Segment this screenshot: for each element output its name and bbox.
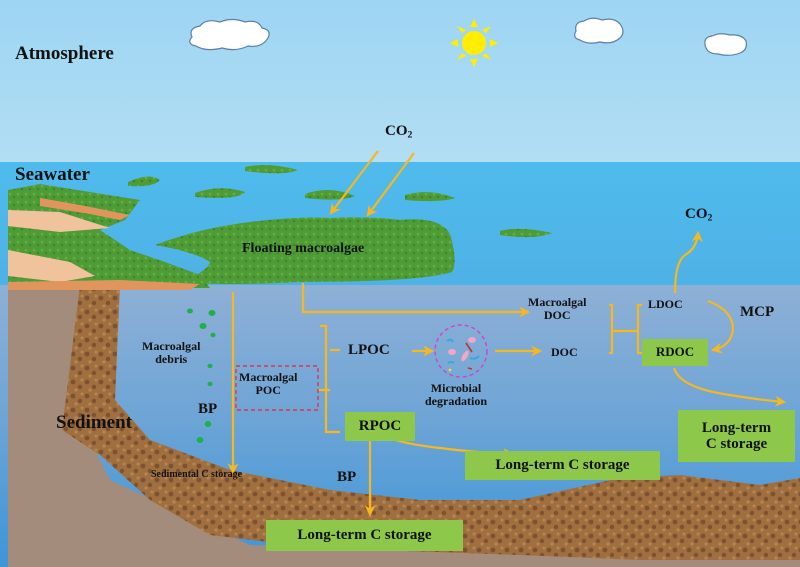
rdoc-storage-arrow bbox=[672, 367, 787, 407]
ldoc-rdoc-bracket bbox=[636, 303, 642, 355]
sand-strip bbox=[8, 210, 110, 232]
microbe-cluster-icon bbox=[434, 324, 488, 378]
sedimental-storage-label: Sedimental C storage bbox=[151, 469, 243, 480]
rpoc-box: RPOC bbox=[345, 412, 415, 441]
floating-macroalgae-label: Floating macroalgae bbox=[242, 241, 365, 256]
rdoc-box: RDOC bbox=[642, 339, 708, 366]
cloud-icon bbox=[189, 18, 270, 51]
long-term-storage-rpoc-box: Long-term C storage bbox=[465, 451, 660, 480]
sand-strip bbox=[8, 250, 95, 282]
flow-arrows bbox=[227, 150, 787, 517]
shore-edge bbox=[40, 198, 130, 220]
sky bbox=[0, 0, 800, 163]
co2-atmospheric-label: CO2 bbox=[385, 123, 413, 141]
sediment-layer bbox=[62, 285, 800, 560]
poc-split-bracket bbox=[320, 324, 340, 434]
doc-label: DOC bbox=[551, 345, 578, 359]
macroalgal-poc-label: Macroalgal POC bbox=[239, 370, 298, 397]
mcp-arrow bbox=[707, 299, 735, 354]
shore-edge bbox=[8, 280, 200, 290]
floating-macroalgae-mat bbox=[155, 217, 455, 284]
sediment-label: Sediment bbox=[56, 412, 132, 433]
co2-respired-label: CO2 bbox=[685, 206, 713, 224]
algae-patch-icon bbox=[128, 165, 552, 238]
co2-uptake-arrow-1 bbox=[329, 150, 379, 215]
atmosphere-label: Atmosphere bbox=[15, 43, 114, 64]
bp-rpoc-label: BP bbox=[337, 469, 357, 485]
lpoc-label: LPOC bbox=[348, 342, 390, 358]
long-term-storage-rdoc-box: Long-term C storage bbox=[678, 410, 795, 462]
bp-debris-label: BP bbox=[198, 401, 218, 417]
sun-icon bbox=[450, 19, 498, 67]
ldoc-label: LDOC bbox=[648, 297, 683, 311]
seawater-label: Seawater bbox=[15, 164, 90, 185]
microbial-degradation-label: Microbial degradation bbox=[425, 381, 488, 408]
long-term-storage-bottom-box: Long-term C storage bbox=[266, 520, 463, 551]
macroalgal-doc-label: Macroalgal DOC bbox=[528, 295, 587, 322]
co2-uptake-arrow-2 bbox=[366, 152, 415, 217]
cloud-icon bbox=[574, 17, 624, 44]
mcp-label: MCP bbox=[740, 304, 775, 320]
macroalgal-debris-label: Macroalgal debris bbox=[142, 339, 201, 366]
ldoc-respiration-arrow bbox=[673, 230, 703, 294]
doc-merge-bracket bbox=[609, 303, 614, 355]
cloud-icon bbox=[704, 33, 747, 56]
macroalgal-debris-particles bbox=[187, 308, 216, 443]
doc-release-arrow bbox=[301, 283, 531, 318]
